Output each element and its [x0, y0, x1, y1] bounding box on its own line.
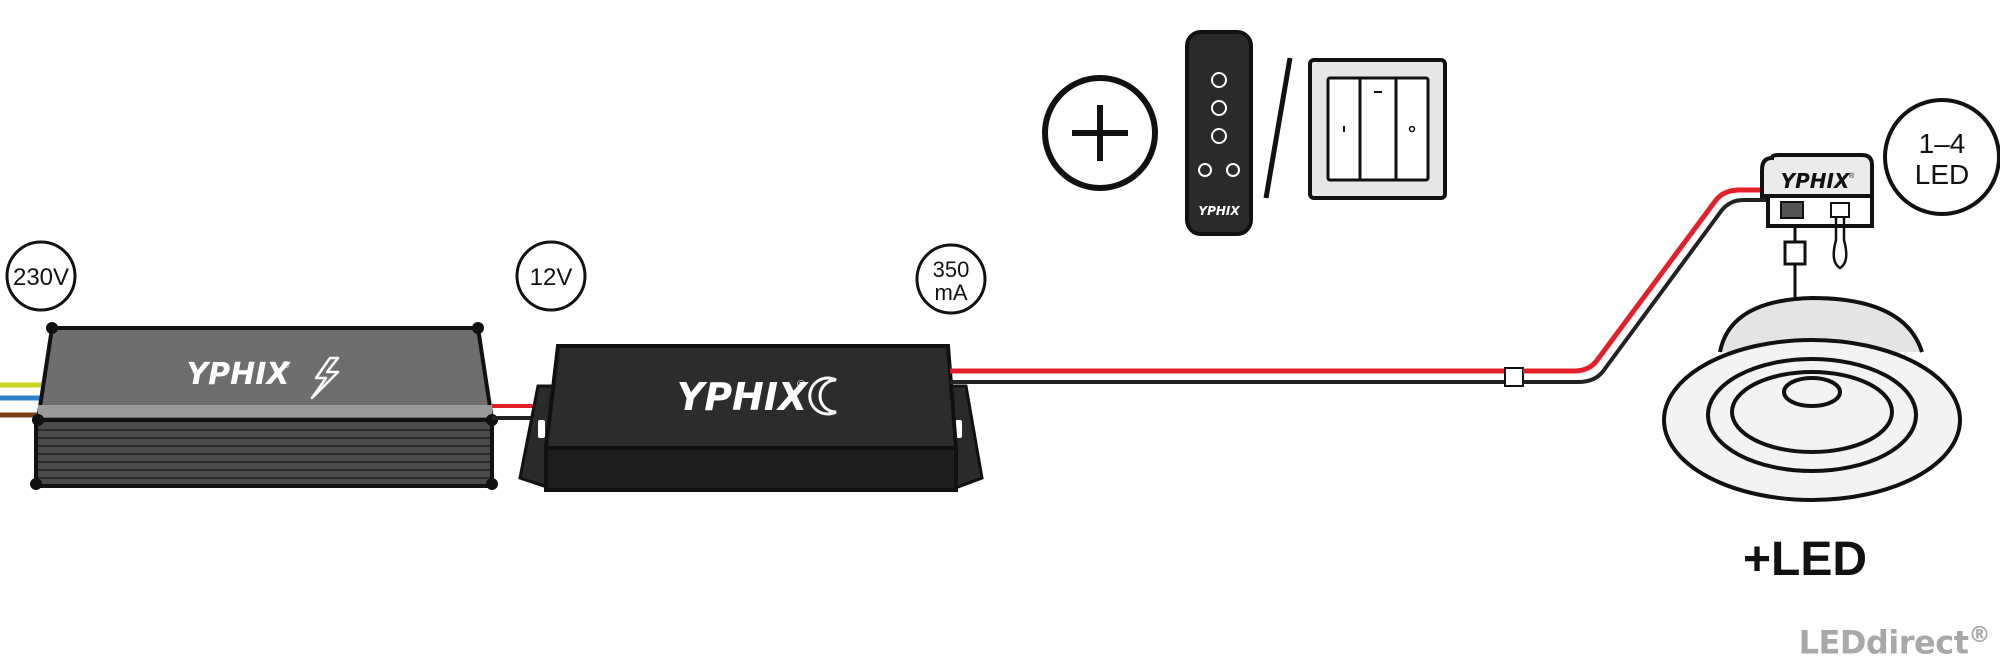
receiver-brand-logo: YPHIX: [1781, 169, 1851, 193]
led-driver: YPHIX ®: [518, 344, 984, 493]
driver-brand-logo: YPHIX: [677, 375, 809, 419]
plus-led-label: +LED: [1743, 533, 1867, 586]
driver-brand-registered: ®: [797, 379, 805, 391]
led-count-unit: LED: [1915, 159, 1969, 190]
wall-switch: [1308, 58, 1447, 200]
low-voltage-label: 12V: [530, 264, 573, 291]
add-wireless-badge: [1042, 75, 1158, 191]
or-separator: [1263, 57, 1293, 199]
mains-voltage-label: 230V: [13, 264, 69, 291]
watermark-registered: ®: [1968, 623, 1991, 649]
led-count-range: 1–4: [1919, 128, 1966, 159]
receiver-brand-registered: ®: [1849, 172, 1855, 180]
current-value-label: 350: [933, 257, 970, 282]
psu-brand-registered: ®: [282, 360, 290, 371]
led-count-badge: 1–4 LED: [1883, 98, 2000, 216]
cable-connector: [1504, 367, 1524, 387]
mains-voltage-badge: 230V: [5, 240, 77, 312]
remote-control: YPHIX: [1185, 30, 1253, 236]
low-voltage-badge: 12V: [515, 240, 587, 312]
wireless-receiver: YPHIX ®: [1760, 153, 1874, 300]
power-supply-unit: YPHIX ®: [30, 322, 498, 490]
lightning-bolt-icon: [310, 356, 340, 400]
output-cable: [950, 187, 1770, 387]
psu-brand-logo: YPHIX: [186, 357, 291, 392]
dimming-moon-icon: [808, 376, 837, 416]
watermark-text: LEDdirect: [1798, 624, 1969, 662]
remote-brand-logo: YPHIX: [1198, 204, 1240, 218]
current-unit-label: mA: [935, 280, 968, 305]
watermark: LEDdirect®: [1798, 623, 1991, 662]
current-badge: 350 mA: [915, 243, 987, 315]
led-downlight: [1662, 295, 1962, 502]
